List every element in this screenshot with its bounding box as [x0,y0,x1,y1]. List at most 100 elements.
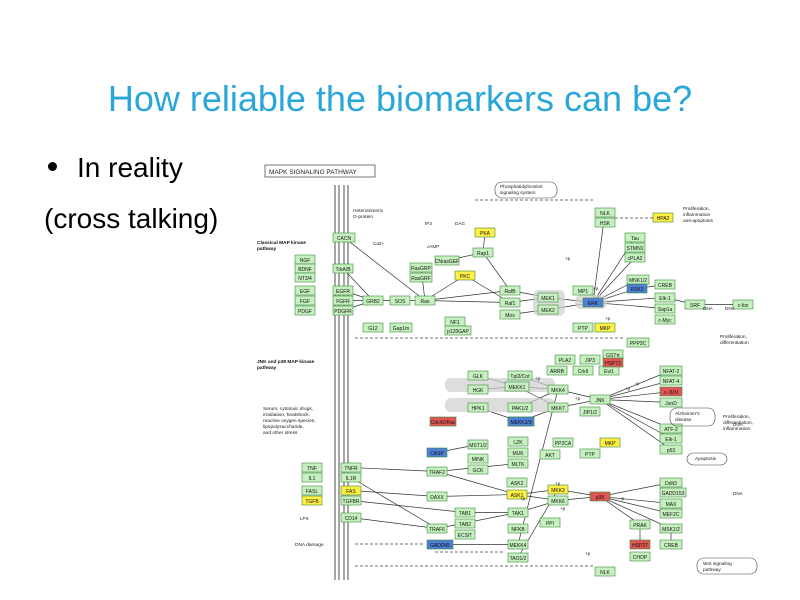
node-box [547,384,569,395]
node-label: SRF [690,303,700,309]
node-label: TAO1/2 [510,556,527,562]
pathway-node-tgfb: TGFB [301,495,323,506]
pathway-node-gadd45: GADD45 [426,539,454,550]
node-label: PKA [480,231,491,237]
node-box [409,262,433,273]
node-box [654,314,676,325]
node-label: FGFR [336,299,350,305]
node-box [454,518,476,529]
node-label: RasGRP [411,266,431,272]
node-box [732,299,754,310]
node-box [547,402,569,413]
pathway-node-jund: JunD [659,397,683,408]
pathway-node-mkp: MKP [594,322,616,333]
pathway-node-mnk12: MNK1/2 [626,274,650,285]
pathway-node-nf1: NF1 [444,316,466,327]
pathway-edge [342,268,374,301]
node-box [454,270,476,281]
pathway-node-pkc: PKC [454,270,476,281]
pathway-edge [599,496,672,514]
pathway-edge [350,500,466,513]
node-box [659,523,683,534]
pathway-node-gck: GCK [467,464,489,475]
pathway-node-crkii: CrkII [572,365,594,376]
pathway-nodes: CACNNGFBDNFNT3/4TrkA/BEGFFGFPDGFEGFRFGFR… [294,207,754,577]
node-label: ASK2 [511,481,524,487]
node-box [507,507,529,518]
node-box [572,285,594,296]
node-label: PKC [460,274,471,280]
node-box [652,212,674,223]
node-box [629,519,651,530]
node-label: CREB [658,283,673,289]
node-box [506,477,528,488]
node-label: Gap1m [393,326,409,332]
node-label: NF1 [450,320,460,326]
pathway-node-p53: p53 [659,444,683,455]
pathway-node-rasgrf: RasGRF [409,272,433,283]
pathway-section-label: JNK and p38 MAP kinase [257,359,315,365]
pathway-node-p38: p38 [589,491,611,502]
node-box [472,247,494,258]
pathway-small-label: +p [605,316,611,321]
node-label: HGK [473,388,485,394]
node-box [507,523,529,534]
node-box [507,402,533,413]
node-box [547,495,569,506]
node-label: cPLA2 [628,256,643,262]
node-box [332,285,354,296]
node-box [659,444,683,455]
pathway-edge [592,212,606,303]
node-label: Ddit3 [665,481,677,487]
node-box [332,295,354,306]
pathway-node-srf: SRF [684,299,706,310]
node-box [547,484,569,495]
node-box [332,232,356,243]
pathway-edge [350,467,438,472]
node-label: Ras [421,299,430,305]
pathway-node-gstp: GSTπ [602,349,624,360]
node-box [572,322,594,333]
pathway-small-label: +p [535,376,541,381]
node-label: PPI [546,521,554,527]
pathway-note: Apoptosis [695,456,717,462]
node-label: PTP [578,326,588,332]
pathway-node-tak1: TAK1 [507,507,529,518]
node-label: GADD153 [662,491,685,497]
pathway-node-egfr: EGFR [332,285,354,296]
pathway-node-mkpb: MKP [599,437,621,448]
node-box [629,551,651,562]
node-label: PDGF [298,309,312,315]
diagram-header-frame [264,164,376,178]
node-label: IL1R [346,476,357,482]
node-box [340,472,362,483]
node-box [594,217,616,228]
pathway-node-atf2: ATF-2 [659,423,683,434]
pathway-highlight [445,398,555,412]
pathway-node-ask1: ASK1 [506,489,528,500]
node-label: JunD [665,401,677,407]
pathway-node-sap1a: Sap1a [654,303,676,314]
node-box [499,309,521,320]
node-box [362,295,384,306]
node-box [659,477,683,488]
pathway-edge [424,290,511,301]
pathway-node-tnf: TNF [301,462,323,473]
node-box [340,485,362,496]
node-label: Mos [505,313,515,319]
pathway-node-pka: PKA [474,227,496,238]
pathway-small-label: +p [625,386,631,391]
pathway-node-mos: Mos [499,309,521,320]
pathway-node-nlkb: NLK [594,566,616,577]
node-label: HPK1 [471,406,484,412]
node-label: FGF [300,299,310,305]
node-label: PP2CA [555,441,572,447]
pathway-node-cjun: c-JUN [659,386,683,397]
pathway-note: pathway [703,567,721,573]
node-label: p53 [667,448,676,454]
node-label: Evi1 [604,369,614,375]
node-box [340,495,362,506]
node-box [301,495,323,506]
pathway-node-cacn: CACN [332,232,356,243]
pathway-note: G-protein [353,214,373,220]
